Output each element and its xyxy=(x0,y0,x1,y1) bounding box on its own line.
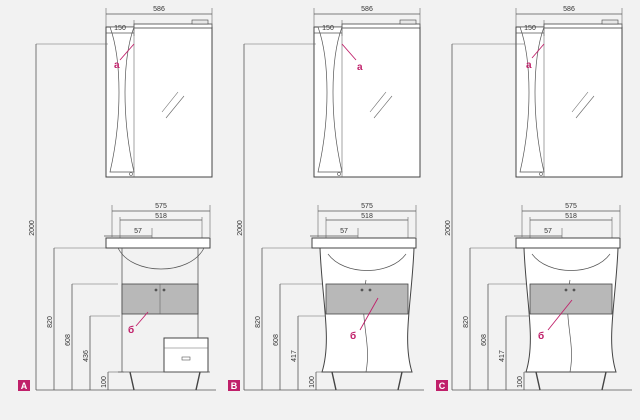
marker-a: а xyxy=(357,62,363,73)
mirror-width-label: 586 xyxy=(153,6,165,13)
height-legs-label: 100 xyxy=(517,376,524,388)
cabinet-width-label: 575 xyxy=(361,203,373,210)
marker-b-leader xyxy=(135,311,149,327)
basin-offset-label: 57 xyxy=(340,228,348,235)
panel-b: 586 150 575 518 57 2000 820 608 417 100 … xyxy=(228,6,425,391)
inner-width-label: 518 xyxy=(565,213,577,220)
height-shelf-top-label: 608 xyxy=(481,334,488,346)
panel-a: 586 150 575 518 57 2000 820 608 436 100 … xyxy=(18,6,217,391)
marker-b: б xyxy=(538,330,544,342)
marker-b-leader xyxy=(359,297,379,331)
marker-b: б xyxy=(128,324,134,336)
height-shelf-top-label: 608 xyxy=(273,334,280,346)
marker-a-leader xyxy=(531,43,545,59)
mirror-width-label: 586 xyxy=(563,6,575,13)
marker-a: а xyxy=(526,60,532,71)
height-shelf-top-label: 608 xyxy=(65,334,72,346)
cabinet-width-label: 575 xyxy=(155,203,167,210)
marker-b: б xyxy=(350,330,356,342)
cabinet-width-label: 575 xyxy=(565,203,577,210)
light-offset-label: 150 xyxy=(322,25,334,32)
height-basin-label: 820 xyxy=(47,316,54,328)
marker-a-leader xyxy=(341,43,357,61)
height-total-label: 2000 xyxy=(29,220,36,236)
height-total-label: 2000 xyxy=(445,220,452,236)
variant-badge-a xyxy=(18,380,30,391)
marker-b-leader xyxy=(547,299,573,331)
inner-width-label: 518 xyxy=(361,213,373,220)
light-offset-label: 150 xyxy=(524,25,536,32)
variant-badge-c xyxy=(436,380,448,391)
marker-a-leader xyxy=(119,43,135,61)
marker-a: а xyxy=(114,60,120,71)
height-total-label: 2000 xyxy=(237,220,244,236)
variant-badge-a-label: A xyxy=(21,381,28,391)
variant-badge-b-label: B xyxy=(231,381,238,391)
height-shelf-bottom-label: 417 xyxy=(499,350,506,362)
basin-offset-label: 57 xyxy=(544,228,552,235)
variant-badge-c-label: C xyxy=(439,381,446,391)
light-offset-label: 150 xyxy=(114,25,126,32)
variant-badge-b xyxy=(228,380,240,391)
height-basin-label: 820 xyxy=(255,316,262,328)
height-basin-label: 820 xyxy=(463,316,470,328)
panel-c: 586 150 575 518 57 2000 820 608 417 100 … xyxy=(436,6,633,391)
height-legs-label: 100 xyxy=(101,376,108,388)
height-shelf-bottom-label: 436 xyxy=(83,350,90,362)
height-legs-label: 100 xyxy=(309,376,316,388)
basin-offset-label: 57 xyxy=(134,228,142,235)
inner-width-label: 518 xyxy=(155,213,167,220)
height-shelf-bottom-label: 417 xyxy=(291,350,298,362)
mirror-width-label: 586 xyxy=(361,6,373,13)
